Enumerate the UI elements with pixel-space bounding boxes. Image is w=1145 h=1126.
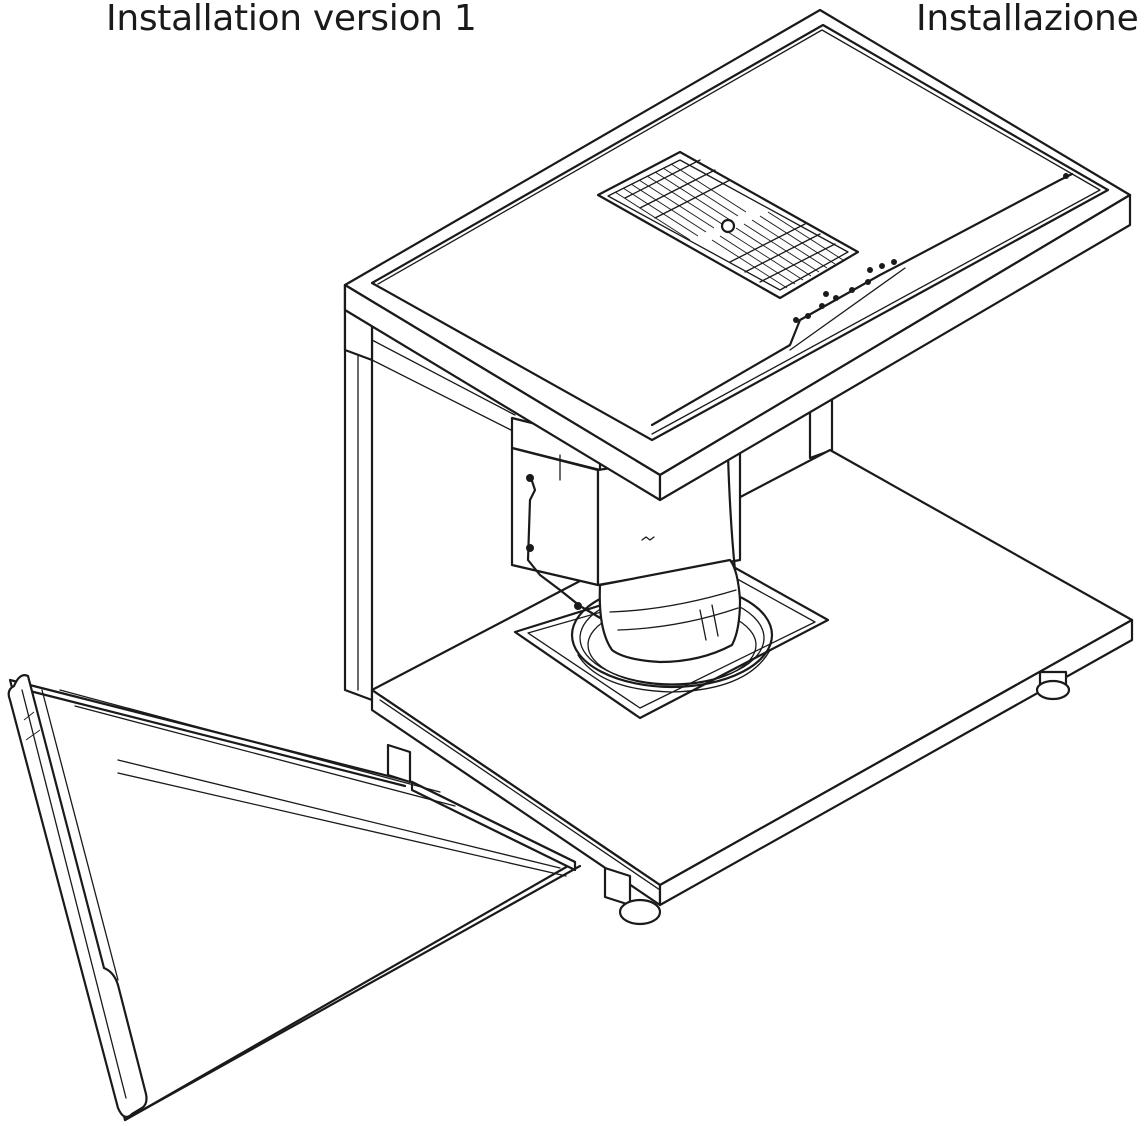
extraction-grille <box>596 150 860 300</box>
caption-installation-version-1: Installation version 1 <box>106 0 477 39</box>
flat-duct <box>7 674 582 1122</box>
caption-installazione: Installazione <box>916 0 1139 39</box>
fan-motor-housing <box>510 416 742 664</box>
touch-controls <box>650 172 1074 427</box>
